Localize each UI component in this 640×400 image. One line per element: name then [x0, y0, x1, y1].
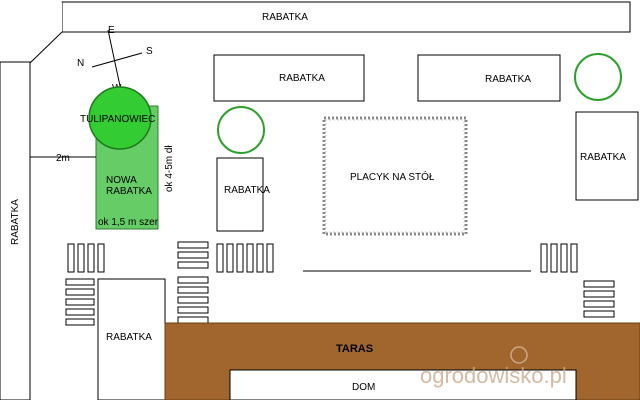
stepping-stone: [226, 243, 234, 273]
stepping-stone: [236, 243, 244, 273]
stepping-stone: [550, 243, 558, 273]
top-rabatka: RABATKA: [61, 1, 631, 33]
stepping-stone: [65, 278, 95, 286]
rabatka-right-label: RABATKA: [580, 152, 626, 163]
rabatka-small-label: RABATKA: [224, 185, 270, 196]
stepping-stone: [177, 261, 209, 269]
new-rabatka-label-2: RABATKA: [106, 186, 152, 197]
shrub-left: [217, 106, 265, 154]
stepping-stone: [67, 243, 75, 273]
stepping-stone: [177, 276, 209, 284]
stepping-stone: [97, 243, 105, 273]
house: DOM: [229, 369, 577, 400]
stepping-stone: [583, 300, 615, 308]
table-area-label: PLACYK NA STÓŁ: [350, 170, 435, 183]
length-label: ok 4-5m dł: [164, 145, 175, 192]
rabatka-bottom-left: RABATKA: [97, 278, 166, 400]
stepping-stone: [177, 251, 209, 259]
new-rabatka-label-1: NOWA: [106, 175, 137, 186]
distance-label: 2m: [56, 153, 70, 164]
table-area: PLACYK NA STÓŁ: [322, 116, 468, 236]
rabatka-top-middle-label: RABATKA: [279, 73, 325, 84]
stepping-stone: [583, 310, 615, 318]
compass: E N S W: [77, 25, 153, 94]
stepping-stone: [540, 243, 548, 273]
stepping-stone: [177, 241, 209, 249]
distance-marker: 2m: [30, 153, 96, 164]
stepping-stone: [177, 286, 209, 294]
house-label: DOM: [352, 382, 375, 393]
rabatka-right: RABATKA: [575, 111, 639, 201]
tulip-tree: TULIPANOWIEC: [80, 86, 155, 150]
stepping-stone: [266, 243, 274, 273]
rabatka-top-right-label: RABATKA: [485, 74, 531, 85]
rabatka-top-middle: RABATKA: [213, 54, 365, 102]
tulip-tree-label: TULIPANOWIEC: [80, 114, 155, 125]
width-label: ok 1,5 m szer: [98, 217, 159, 228]
rabatka-top-right: RABATKA: [417, 54, 561, 102]
stepping-stone: [216, 243, 224, 273]
stepping-stone: [87, 243, 95, 273]
top-rabatka-label: RABATKA: [262, 12, 308, 23]
stepping-stone: [583, 290, 615, 298]
compass-e: E: [108, 25, 115, 36]
left-rabatka: RABATKA: [0, 61, 31, 400]
rabatka-bottom-left-label: RABATKA: [106, 332, 152, 343]
watermark-text: ogrodowisko.pl: [420, 363, 567, 388]
compass-s: S: [146, 46, 153, 57]
stepping-stone: [65, 318, 95, 326]
corner-rabatka: [29, 2, 63, 64]
stepping-stone: [65, 308, 95, 316]
left-rabatka-label: RABATKA: [10, 199, 21, 245]
stepping-stone: [583, 280, 615, 288]
stepping-stone: [65, 288, 95, 296]
stepping-stone: [570, 243, 578, 273]
rabatka-small: RABATKA: [216, 157, 270, 232]
stepping-stone: [177, 316, 209, 324]
stepping-stone: [246, 243, 254, 273]
compass-n: N: [77, 58, 84, 69]
shrub-right: [574, 53, 622, 101]
stepping-stone: [256, 243, 264, 273]
stepping-stone: [77, 243, 85, 273]
stepping-stone: [177, 306, 209, 314]
stepping-stone: [65, 298, 95, 306]
stepping-stone: [177, 296, 209, 304]
watermark: ogrodowisko.pl: [420, 346, 567, 388]
terrace-label: TARAS: [336, 343, 373, 355]
stepping-stone: [560, 243, 568, 273]
